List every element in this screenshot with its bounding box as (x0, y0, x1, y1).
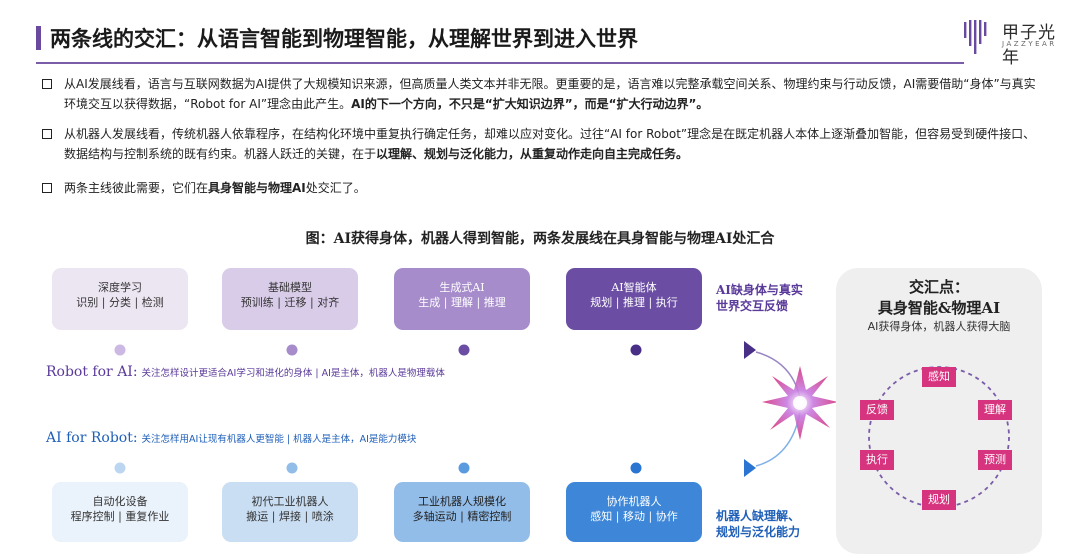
figure-title: 图：AI获得身体，机器人得到智能，两条发展线在具身智能与物理AI处汇合 (305, 231, 775, 247)
bullet-square-icon (42, 129, 52, 139)
ai-gap-note: AI缺身体与真实 世界交互反馈 (716, 282, 803, 314)
cycle-step-execute: 执行 (860, 450, 894, 470)
timeline-dot (458, 462, 470, 474)
node-subtitle: 感知 | 移动 | 协作 (590, 510, 678, 523)
logo: 甲子光年 JAZZYEAR (962, 14, 1072, 68)
node-generative-ai: 生成式AI 生成 | 理解 | 推理 (394, 268, 530, 330)
merge-curve-bottom (755, 411, 801, 467)
timeline-dot (630, 462, 642, 474)
bullet-text: 从机器人发展线看，传统机器人依靠程序，在结构化环境中重复执行确定任务，却难以应对… (64, 127, 1036, 161)
timeline-dot (458, 344, 470, 356)
node-subtitle: 预训练 | 迁移 | 对齐 (240, 296, 340, 309)
node-first-gen-industrial-robot: 初代工业机器人 搬运 | 焊接 | 喷涂 (222, 482, 358, 542)
page-title: 两条线的交汇：从语言智能到物理智能，从理解世界到进入世界 (50, 26, 638, 51)
node-title: 自动化设备 (92, 495, 148, 508)
node-deep-learning: 深度学习 识别 | 分类 | 检测 (52, 268, 188, 330)
node-title: 生成式AI (439, 281, 485, 294)
ai-for-robot-desc: 关注怎样用AI让现有机器人更智能 | 机器人是主体，AI是能力模块 (141, 434, 417, 445)
node-automation-equipment: 自动化设备 程序控制 | 重复作业 (52, 482, 188, 542)
top-arrow-icon (744, 341, 756, 359)
node-subtitle: 搬运 | 焊接 | 喷涂 (246, 510, 334, 523)
panel-title-line2: 具身智能&物理AI (877, 299, 1001, 317)
robot-for-ai-label: Robot for AI: (46, 364, 138, 380)
node-subtitle: 程序控制 | 重复作业 (70, 510, 170, 523)
node-title: 深度学习 (98, 281, 142, 294)
bullet-square-icon (42, 79, 52, 89)
cycle-step-predict: 预测 (978, 450, 1012, 470)
node-industrial-robot-scale: 工业机器人规模化 多轴运动 | 精密控制 (394, 482, 530, 542)
cycle-step-plan: 规划 (922, 490, 956, 510)
timeline-dot (114, 462, 126, 474)
panel-subtitle: AI获得身体，机器人获得大脑 (867, 320, 1011, 333)
robot-gap-note: 机器人缺理解、 规划与泛化能力 (716, 508, 800, 540)
cycle-step-understand: 理解 (978, 400, 1012, 420)
bottom-arrow-icon (744, 459, 756, 477)
node-ai-agent: AI智能体 规划 | 推理 | 执行 (566, 268, 702, 330)
ai-for-robot-row: AI for Robot:关注怎样用AI让现有机器人更智能 | 机器人是主体，A… (46, 430, 416, 446)
node-title: 基础模型 (268, 281, 312, 294)
logo-subtext: JAZZYEAR (1002, 40, 1057, 48)
node-title: AI智能体 (611, 281, 657, 294)
cycle-step-perceive: 感知 (922, 367, 956, 387)
ai-gap-note-line: AI缺身体与真实 (716, 283, 803, 297)
timeline-dot (286, 462, 298, 474)
title-accent-bar (36, 26, 41, 50)
panel-title-line1: 交汇点： (908, 278, 969, 296)
robot-gap-note-line: 规划与泛化能力 (716, 525, 801, 539)
convergence-burst-icon (762, 366, 838, 440)
title-bar: 两条线的交汇：从语言智能到物理智能，从理解世界到进入世界 (36, 14, 964, 64)
node-title: 工业机器人规模化 (418, 495, 506, 508)
cycle-step-feedback: 反馈 (860, 400, 894, 420)
node-subtitle: 规划 | 推理 | 执行 (590, 296, 678, 309)
logo-icon (964, 20, 987, 54)
bullet-square-icon (42, 183, 52, 193)
node-subtitle: 多轴运动 | 精密控制 (412, 510, 512, 523)
ai-gap-note-line: 世界交互反馈 (716, 299, 789, 313)
node-collaborative-robot: 协作机器人 感知 | 移动 | 协作 (566, 482, 702, 542)
bullet-text: 两条主线彼此需要，它们在具身智能与物理AI处交汇了。 (64, 181, 366, 195)
node-title: 初代工业机器人 (251, 495, 329, 508)
node-title: 协作机器人 (606, 495, 662, 508)
timeline-dot (286, 344, 298, 356)
node-subtitle: 生成 | 理解 | 推理 (418, 296, 506, 309)
robot-gap-note-line: 机器人缺理解、 (716, 509, 801, 523)
logo-text: 甲子光年 (1002, 23, 1056, 68)
timeline-dot (630, 344, 642, 356)
node-subtitle: 识别 | 分类 | 检测 (76, 296, 164, 309)
timeline-dot (114, 344, 126, 356)
ai-for-robot-label: AI for Robot: (46, 430, 138, 446)
node-foundation-model: 基础模型 预训练 | 迁移 | 对齐 (222, 268, 358, 330)
robot-for-ai-row: Robot for AI:关注怎样设计更适合AI学习和进化的身体 | AI是主体… (46, 364, 445, 380)
bullet-text: 从AI发展线看，语言与互联网数据为AI提供了大规模知识来源，但高质量人类文本并非… (64, 77, 1036, 111)
robot-for-ai-desc: 关注怎样设计更适合AI学习和进化的身体 | AI是主体，机器人是物理载体 (141, 368, 445, 379)
